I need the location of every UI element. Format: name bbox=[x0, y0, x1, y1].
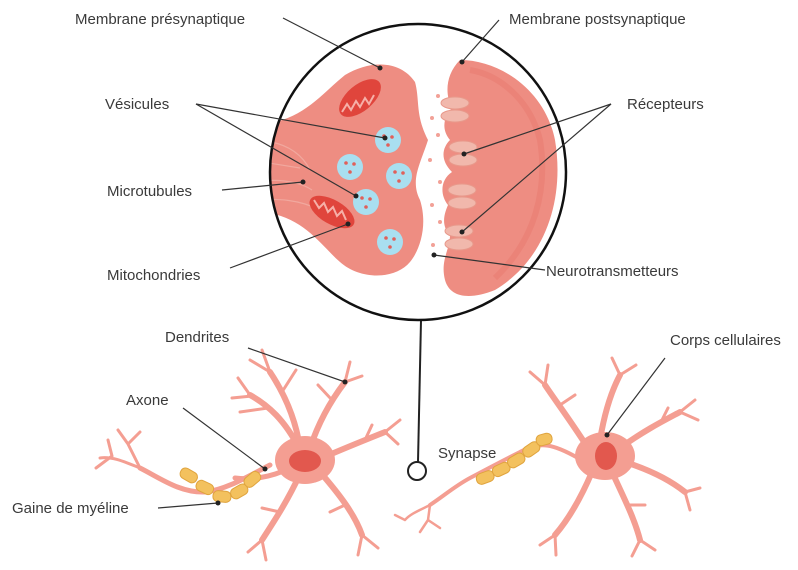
synapse-marker bbox=[408, 462, 426, 480]
label-mitochondries: Mitochondries bbox=[107, 267, 200, 284]
left-neuron bbox=[96, 350, 400, 560]
label-axone: Axone bbox=[126, 392, 169, 409]
label-dendrites: Dendrites bbox=[165, 329, 229, 346]
label-vesicules: Vésicules bbox=[105, 96, 169, 113]
right-nucleus bbox=[595, 442, 617, 470]
label-gaine-de-myeline: Gaine de myéline bbox=[12, 500, 129, 517]
left-myelin bbox=[178, 466, 263, 503]
label-corps-cellulaires: Corps cellulaires bbox=[670, 332, 781, 349]
label-recepteurs: Récepteurs bbox=[627, 96, 704, 113]
label-synapse: Synapse bbox=[438, 445, 496, 462]
label-neurotransmetteurs: Neurotransmetteurs bbox=[546, 263, 679, 280]
left-nucleus bbox=[289, 450, 321, 472]
magnifier-stem bbox=[418, 320, 421, 462]
label-membrane-presynaptique: Membrane présynaptique bbox=[75, 11, 245, 28]
label-membrane-postsynaptique: Membrane postsynaptique bbox=[509, 11, 686, 28]
label-microtubules: Microtubules bbox=[107, 183, 192, 200]
